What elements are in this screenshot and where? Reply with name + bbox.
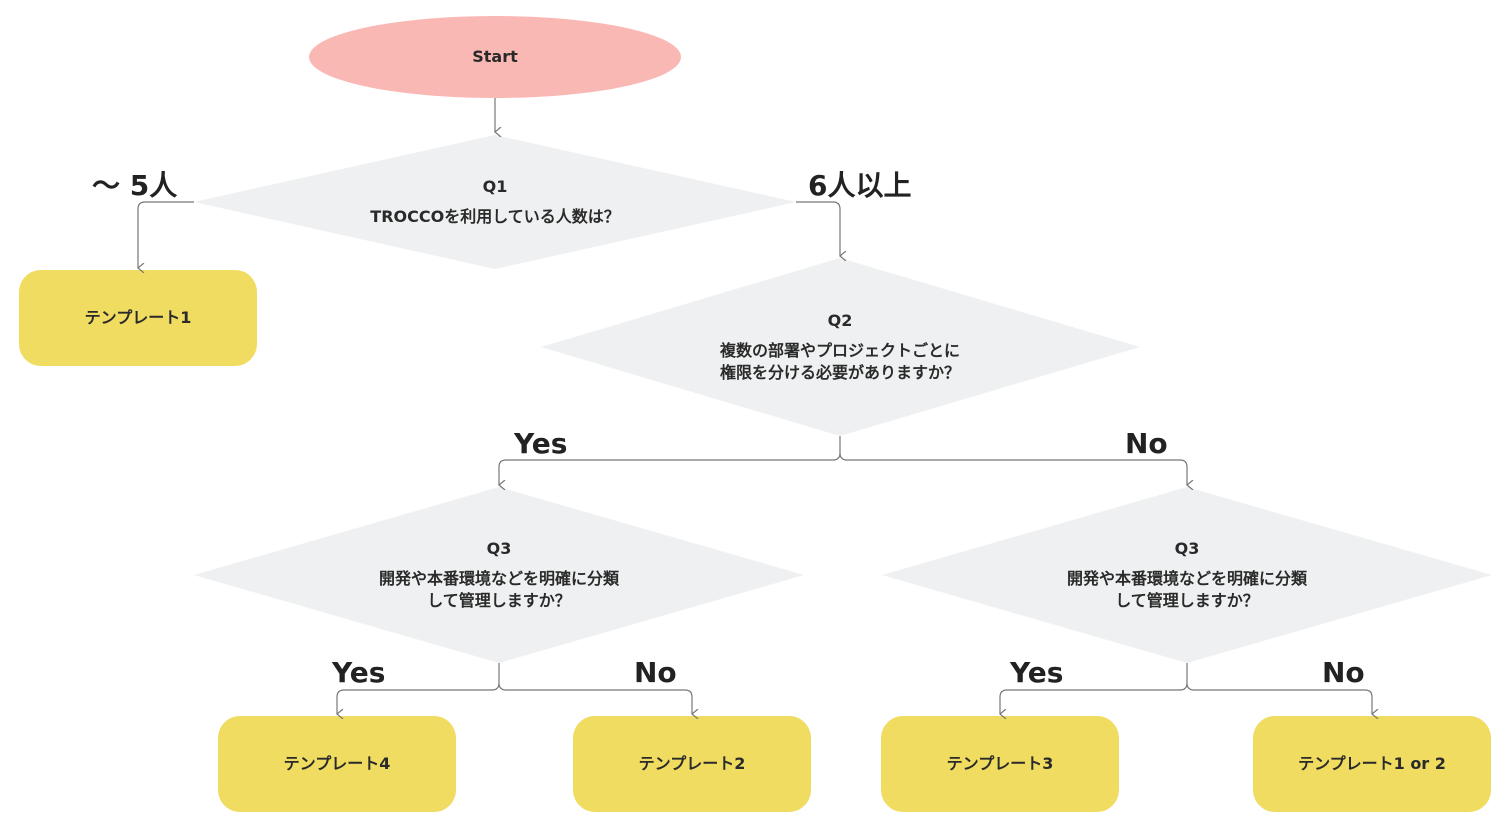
template-1or2-node (1253, 716, 1491, 812)
template-3-node (881, 716, 1119, 812)
q1-title: Q1 (482, 177, 508, 196)
template-2-label: テンプレート2 (638, 754, 746, 773)
edge-label-q2-yes: Yes (514, 427, 568, 460)
connectors (138, 98, 1372, 714)
q3-left-title: Q3 (486, 539, 512, 558)
start-node (309, 16, 681, 98)
edge-q3r-yes (1000, 663, 1188, 714)
template-1-node (19, 270, 257, 366)
edge-q3l-yes (337, 663, 500, 714)
template-1or2-label: テンプレート1 or 2 (1298, 754, 1446, 773)
edge-q1-q2 (796, 201, 840, 256)
q3-right-text: Q3 開発や本番環境などを明確に分類 して管理しますか？ (1067, 538, 1307, 612)
edge-label-q3l-no: No (634, 656, 677, 689)
q3-right-title: Q3 (1174, 539, 1200, 558)
edge-q3l-no (498, 682, 692, 714)
q3-left-question-line-2: して管理しますか？ (427, 591, 571, 610)
q2-title: Q2 (827, 311, 853, 330)
q1-text: Q1 TROCCOを利用している人数は？ (370, 176, 619, 228)
template-3-label: テンプレート3 (946, 754, 1054, 773)
q1-question: TROCCOを利用している人数は？ (370, 207, 620, 226)
edge-q2-no (839, 452, 1187, 485)
template-4-node (218, 716, 456, 812)
decision-q3-right (882, 487, 1492, 663)
template-4-label: テンプレート4 (283, 754, 391, 773)
q2-question-line-2: 権限を分ける必要がありますか？ (719, 363, 961, 382)
decision-q2 (541, 258, 1140, 436)
q2-question-line-1: 複数の部署やプロジェクトごとに (719, 341, 961, 360)
edge-q3r-no (1186, 682, 1372, 714)
q2-text: Q2 複数の部署やプロジェクトごとに 権限を分ける必要がありますか？ (720, 310, 960, 384)
q3-left-question-line-1: 開発や本番環境などを明確に分類 (378, 569, 620, 588)
decision-q3-left (194, 487, 804, 663)
edge-label-q1-right: 6人以上 (808, 169, 912, 202)
edge-label-q3r-yes: Yes (1010, 656, 1064, 689)
template-2-node (573, 716, 811, 812)
q3-right-question-line-1: 開発や本番環境などを明確に分類 (1066, 569, 1308, 588)
q3-left-text: Q3 開発や本番環境などを明確に分類 して管理しますか？ (379, 538, 619, 612)
edge-label-q3r-no: No (1322, 656, 1365, 689)
q3-right-question-line-2: して管理しますか？ (1115, 591, 1259, 610)
template-1-label: テンプレート1 (84, 308, 192, 327)
edge-label-q3l-yes: Yes (332, 656, 386, 689)
edge-q2-yes (499, 436, 841, 485)
edge-q1-template1 (138, 201, 194, 268)
start-label: Start (472, 47, 518, 66)
decision-q1 (194, 135, 796, 269)
edge-label-q2-no: No (1125, 427, 1168, 460)
edge-label-q1-left: 〜 5人 (92, 169, 178, 202)
